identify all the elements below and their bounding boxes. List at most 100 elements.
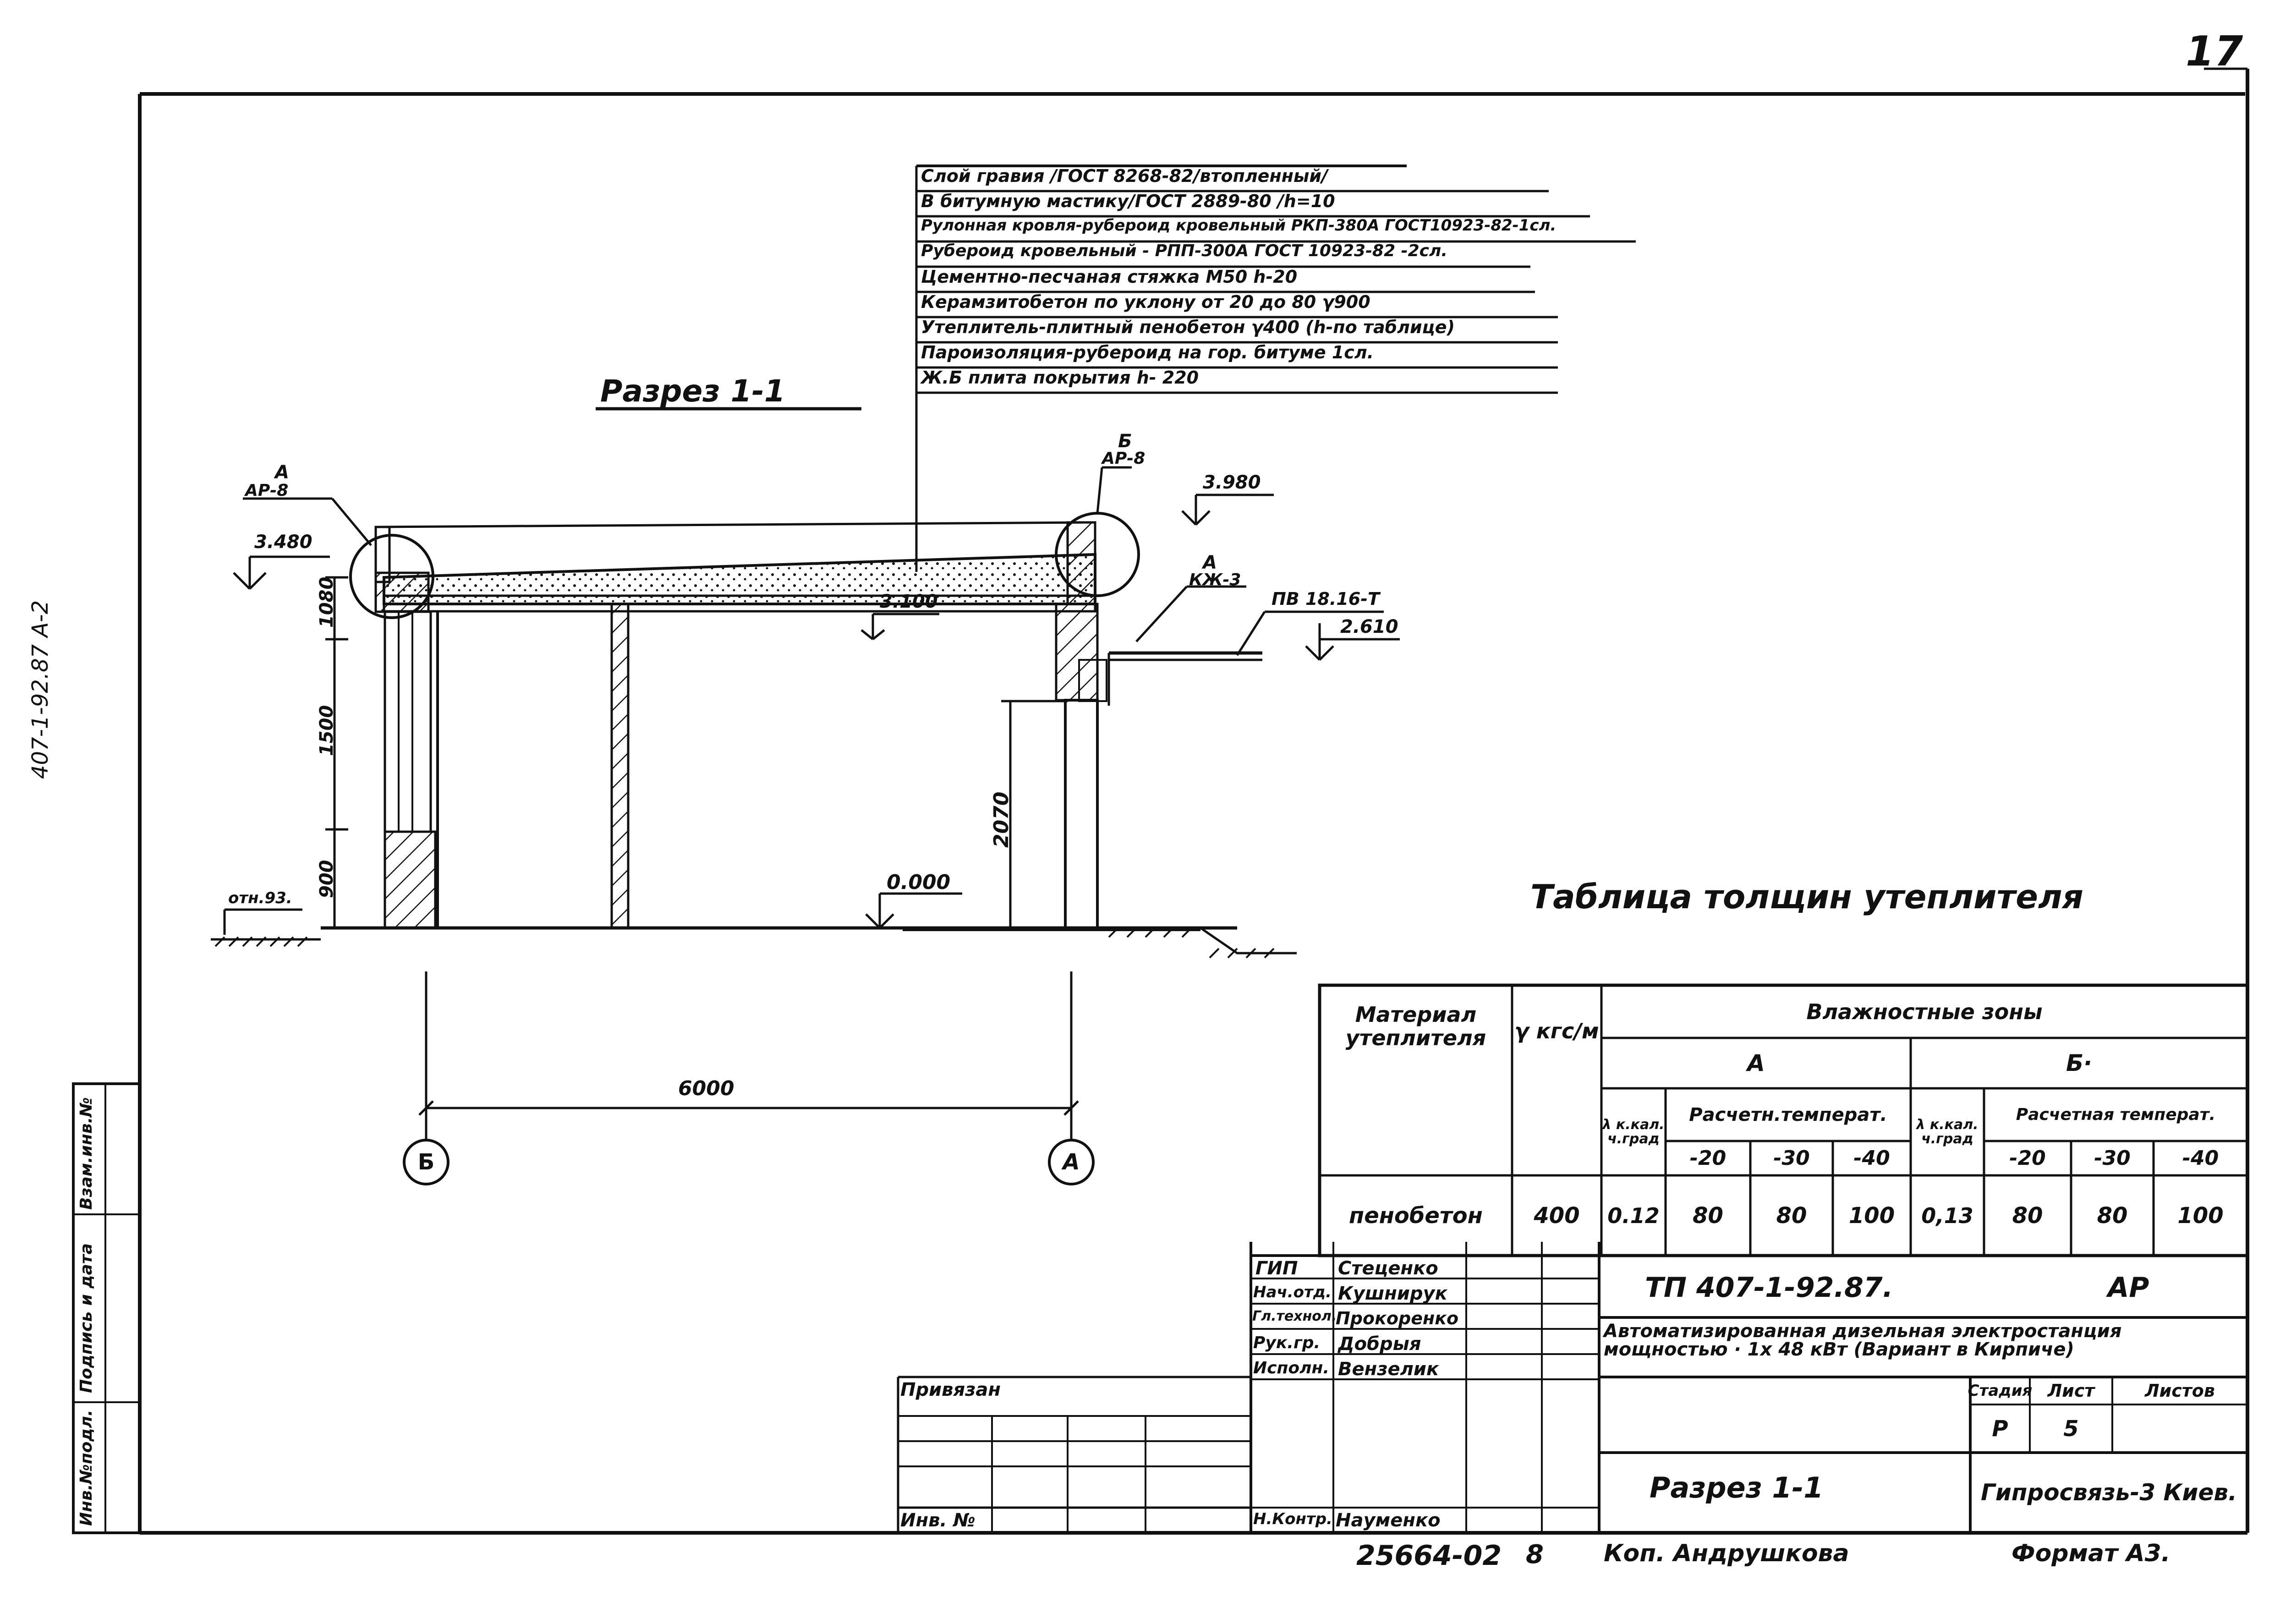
sheet-label: Лист: [2047, 1381, 2095, 1401]
table-row-b-1: 80: [2012, 1202, 2043, 1229]
table-zone-a: А: [1747, 1050, 1765, 1076]
elevation-ground: отн.93.: [228, 889, 292, 907]
callout-canopy-sheet: КЖ-3: [1189, 571, 1241, 589]
table-zone-b: Б·: [2066, 1050, 2093, 1076]
table-lambda-a-header: λ к.кал. ч.град: [1602, 1116, 1665, 1147]
dim-2070: 2070: [990, 791, 1013, 848]
layer-item: Пароизоляция-рубероид на гор. битуме 1сл…: [921, 342, 1374, 362]
table-row-gamma: 400: [1534, 1202, 1580, 1229]
callout-left-letter: А: [275, 462, 289, 483]
callout-leaders: [243, 466, 1384, 656]
project-description: Автоматизированная дизельная электростан…: [1604, 1321, 2122, 1360]
sheet-value: 5: [2063, 1416, 2079, 1442]
side-strip-frame: [72, 1082, 141, 1534]
callout-right-sheet: АР-8: [1102, 449, 1146, 468]
dim-900: 900: [316, 860, 337, 899]
elevation-canopy: 2.610: [1340, 616, 1398, 637]
table-gamma-header: γ кгс/м: [1514, 1018, 1599, 1043]
sheets-label: Листов: [2145, 1381, 2215, 1401]
table-lambda-b-header: λ к.кал. ч.град: [1916, 1116, 1979, 1147]
dim-1080: 1080: [316, 576, 337, 628]
elevation-left-top: 3.480: [254, 532, 312, 553]
drawing-name: Разрез 1-1: [1650, 1471, 1824, 1504]
layer-item: В битумную мастику/ГОСТ 2889-80 /h=10: [921, 191, 1335, 211]
footer-copied-by: Коп. Андрушкова: [1604, 1540, 1849, 1567]
layer-item: Утеплитель-плитный пенобетон γ400 (h-по …: [921, 317, 1455, 337]
sheets-value: [2112, 1405, 2247, 1453]
side-sign-date: Подпись и дата: [77, 1243, 96, 1393]
layers-table-lines: [915, 165, 1636, 572]
signer-name: Стеценко: [1338, 1258, 1438, 1279]
callout-canopy-letter: А: [1203, 552, 1217, 573]
organization: Гипросвязь-3 Киев.: [1980, 1479, 2237, 1506]
signer-role: Исполн.: [1253, 1359, 1329, 1377]
table-material-header: Материал утеплителя: [1345, 1002, 1486, 1050]
table-row-b-3: 100: [2177, 1202, 2224, 1229]
footer-copy-index: 8: [1526, 1540, 1544, 1569]
sheet-number: 17: [2186, 27, 2243, 76]
table-row-lambda-b: 0,13: [1921, 1203, 1973, 1228]
callout-right-letter: Б: [1118, 431, 1132, 452]
layer-item: Рубероид кровельный - РПП-300А ГОСТ 1092…: [921, 241, 1448, 260]
table-temp-b-1: -20: [2009, 1147, 2046, 1170]
table-temp-b-header: Расчетная температ.: [2016, 1105, 2216, 1124]
table-row-b-2: 80: [2097, 1202, 2128, 1229]
signer-role: Нач.отд.: [1253, 1283, 1332, 1301]
dim-1500: 1500: [316, 705, 337, 756]
axis-bubbles: [403, 1139, 1095, 1185]
signer-name: Добрыя: [1338, 1333, 1421, 1355]
stage-value: Р: [1992, 1416, 2008, 1442]
title-block-grid: [897, 1242, 2247, 1533]
stage-label: Стадия: [1968, 1382, 2033, 1400]
callout-left-sheet: АР-8: [245, 481, 289, 500]
dimension-lines: [325, 576, 1079, 1141]
norm-control-role: Н.Контр.: [1253, 1510, 1332, 1528]
elevation-floor: 0.000: [887, 871, 951, 894]
layer-item: Ж.Б плита покрытия h- 220: [921, 368, 1199, 388]
inv-label: Инв. №: [900, 1510, 976, 1531]
signer-role: Рук.гр.: [1253, 1333, 1321, 1352]
signer-role: Гл.технол.: [1252, 1308, 1337, 1324]
footer-format: Формат А3.: [2011, 1540, 2170, 1567]
side-inv-orig: Инв.№подл.: [77, 1410, 96, 1526]
layer-item: Слой гравия /ГОСТ 8268-82/втопленный/: [921, 166, 1328, 186]
binding-label: Привязан: [900, 1379, 1001, 1400]
footer-number: 25664-02: [1356, 1540, 1502, 1572]
signer-name: Кушнирук: [1338, 1283, 1447, 1304]
table-temp-a-2: -30: [1773, 1147, 1810, 1170]
table-row-lambda-a: 0.12: [1607, 1203, 1660, 1228]
axis-label-left: Б: [417, 1149, 435, 1175]
table-row-material: пенобетон: [1349, 1202, 1483, 1229]
table-temp-a-1: -20: [1689, 1147, 1726, 1170]
elevation-markers: [223, 494, 1400, 935]
side-replace-inv: Взам.инв.№: [77, 1097, 96, 1210]
table-temp-a-3: -40: [1853, 1147, 1890, 1170]
elevation-right-top: 3.980: [1203, 472, 1261, 493]
layer-item: Рулонная кровля-рубероид кровельный РКП-…: [921, 216, 1557, 235]
sheet-frame: [138, 67, 2249, 1535]
axis-label-right: А: [1063, 1149, 1080, 1175]
section-title: Разрез 1-1: [600, 373, 785, 409]
table-row-a-3: 100: [1848, 1202, 1895, 1229]
table-temp-b-3: -40: [2182, 1147, 2219, 1170]
project-code: ТП 407-1-92.87.: [1645, 1272, 1893, 1304]
dim-span: 6000: [678, 1077, 734, 1100]
signer-role: ГИП: [1255, 1258, 1298, 1279]
elevation-ceiling: 3.100: [880, 591, 938, 612]
layer-item: Цементно-песчаная стяжка М50 h-20: [921, 267, 1298, 287]
table-temp-a-header: Расчетн.температ.: [1689, 1104, 1887, 1125]
table-row-a-2: 80: [1776, 1202, 1807, 1229]
signer-name: Вензелик: [1338, 1359, 1439, 1380]
side-code: 407-1-92.87 А-2: [27, 600, 53, 779]
norm-control-name: Науменко: [1336, 1510, 1441, 1531]
layer-item: Керамзитобетон по уклону от 20 до 80 γ90…: [921, 292, 1370, 312]
table-temp-b-2: -30: [2094, 1147, 2131, 1170]
table-humidity-header: Влажностные зоны: [1806, 999, 2043, 1024]
canopy-mark: ПВ 18.16-Т: [1272, 589, 1380, 609]
insulation-table-title: Таблица толщин утеплителя: [1530, 878, 2083, 916]
table-row-a-1: 80: [1693, 1202, 1723, 1229]
drawing-mark: АР: [2108, 1272, 2149, 1304]
building-section: [211, 521, 1297, 959]
signer-name: Прокоренко: [1336, 1308, 1459, 1328]
